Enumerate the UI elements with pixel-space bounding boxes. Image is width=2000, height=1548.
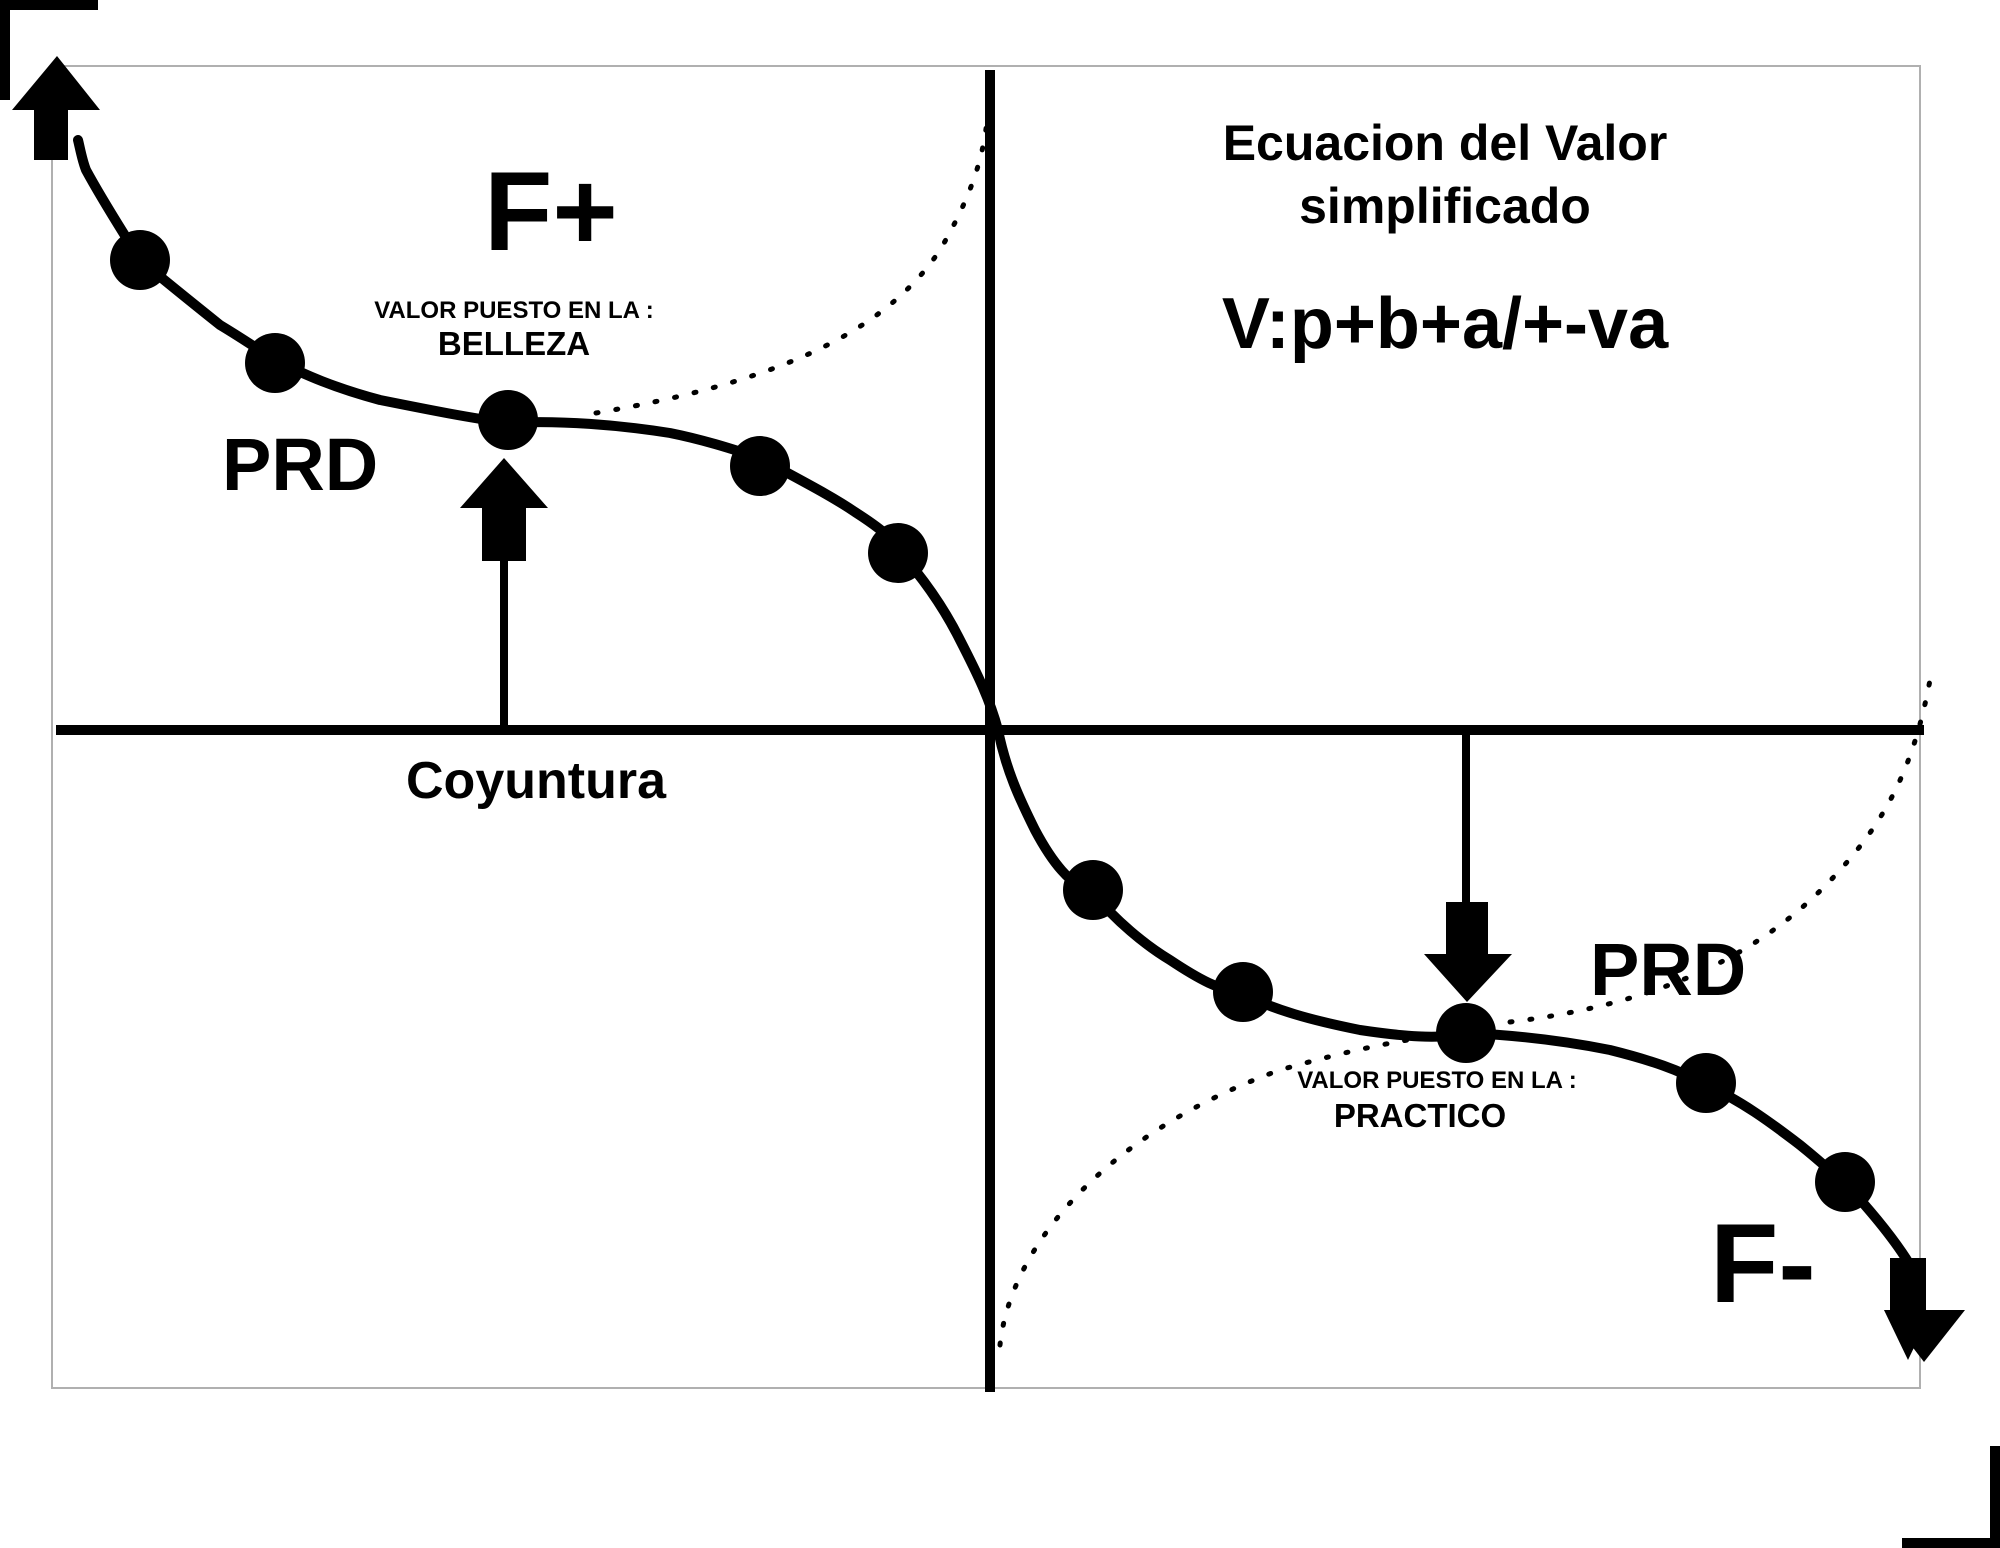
title-line-2: simplificado	[1299, 178, 1591, 234]
label-f-minus: F-	[1710, 1201, 1816, 1326]
dotted-curve-bottom-left	[997, 1029, 1463, 1348]
label-practico: PRACTICO	[1334, 1097, 1506, 1134]
curve-dot	[478, 390, 538, 450]
arrow-up-top-left-icon	[12, 56, 100, 160]
arrow-up-coyuntura-icon	[460, 458, 548, 730]
curve-dot	[245, 333, 305, 393]
curve-dot	[730, 436, 790, 496]
label-belleza: BELLEZA	[438, 325, 590, 362]
curve-dot	[1436, 1003, 1496, 1063]
arrow-down-bottom-right-icon	[1884, 1258, 1965, 1362]
label-coyuntura: Coyuntura	[406, 752, 667, 810]
dotted-curve-top	[593, 107, 991, 416]
curve-dot	[868, 523, 928, 583]
crop-mark-top-left	[0, 0, 98, 100]
arrow-down-practico-icon	[1424, 734, 1512, 1002]
label-valor-puesto-bottom: VALOR PUESTO EN LA :	[1297, 1067, 1577, 1094]
curve-dot	[1676, 1053, 1736, 1113]
label-prd-left: PRD	[222, 423, 378, 506]
curve-dot	[1063, 860, 1123, 920]
title-line-1: Ecuacion del Valor	[1223, 115, 1668, 171]
curve-dot	[1815, 1152, 1875, 1212]
curve-dot	[1213, 962, 1273, 1022]
curve-dot	[110, 230, 170, 290]
label-prd-right: PRD	[1590, 928, 1746, 1011]
crop-mark-bottom-right	[1902, 1446, 2000, 1548]
label-valor-puesto-top: VALOR PUESTO EN LA :	[374, 297, 654, 324]
equation: V:p+b+a/+-va	[1222, 284, 1669, 364]
dotted-curve-bottom-right	[1507, 677, 1933, 1025]
label-f-plus: F+	[484, 149, 618, 274]
